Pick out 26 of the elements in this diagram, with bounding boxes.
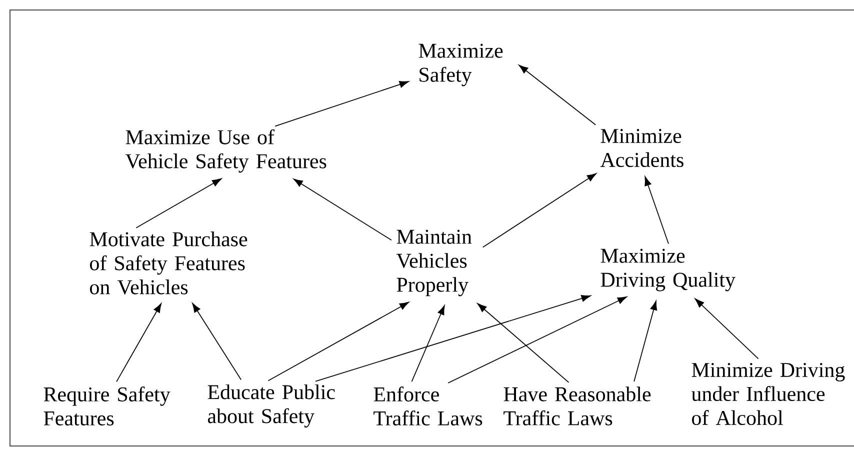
arrow — [293, 178, 392, 241]
goal-text: Maximize Use of Vehicle Safety Features — [125, 129, 326, 173]
arrow — [274, 81, 409, 127]
goal-text: Minimize Driving under Influence of Alcohol — [692, 362, 845, 426]
arrow — [448, 296, 627, 384]
arrow — [694, 298, 759, 360]
goal-text: Maximize Safety — [418, 44, 503, 86]
arrow — [518, 64, 596, 126]
arrow — [634, 300, 658, 382]
arrow — [116, 303, 162, 382]
goal-text: Minimize Accidents — [600, 128, 684, 168]
arrow — [268, 302, 410, 382]
goal-text: Motivate Purchase of Safety Features on Vehicles — [90, 232, 248, 294]
arrow — [315, 295, 591, 382]
goal-text: Enforce Traffic Laws — [374, 386, 482, 426]
arrow — [192, 302, 242, 380]
arrow — [644, 176, 669, 244]
goal-text: Maximize Driving Quality — [600, 248, 736, 292]
arrow — [411, 305, 445, 382]
arrow — [482, 173, 596, 248]
arrow — [477, 303, 570, 383]
goal-text: Have Reasonable Traffic Laws — [504, 386, 651, 426]
arrow — [136, 178, 222, 228]
goal-text: Require Safety Features — [44, 386, 170, 426]
goal-text: Maintain Vehicles Properly — [396, 230, 472, 296]
goal-text: Educate Public about Safety — [208, 384, 335, 428]
